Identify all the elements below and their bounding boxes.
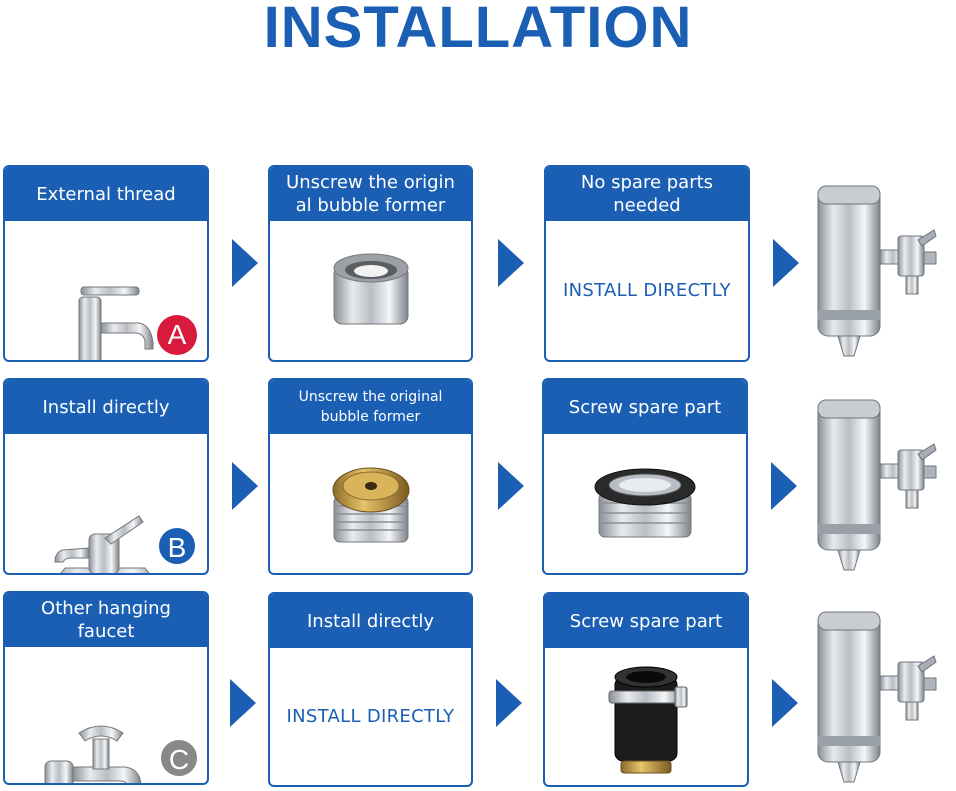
- wall-tap-icon: [44, 725, 142, 783]
- step-label: No spare parts needed: [546, 167, 748, 221]
- arrow-icon: [771, 462, 797, 510]
- step-card-c2: Install directly INSTALL DIRECTLY: [268, 592, 473, 787]
- water-filter-icon: [800, 178, 940, 368]
- install-directly-text: INSTALL DIRECTLY: [286, 706, 455, 727]
- arrow-icon: [498, 462, 524, 510]
- step-card-c1: Other hanging faucet C: [3, 591, 209, 785]
- step-label: Screw spare part: [544, 380, 746, 434]
- arrow-icon: [772, 679, 798, 727]
- step-label: Install directly: [5, 380, 207, 434]
- badge-c: C: [159, 738, 199, 778]
- step-label: Other hanging faucet: [5, 593, 207, 647]
- step-card-b3: Screw spare part: [542, 378, 748, 575]
- arrow-icon: [498, 239, 524, 287]
- basin-mixer-icon: [54, 515, 150, 573]
- step-card-a1: External thread A: [3, 165, 209, 362]
- page-title: INSTALLATION: [263, 0, 693, 60]
- arrow-icon: [232, 239, 258, 287]
- step-card-b1: Install directly B: [3, 378, 209, 575]
- step-label: External thread: [5, 167, 207, 221]
- step-card-b2: Unscrew the original bubble former: [268, 378, 473, 575]
- step-label: Unscrew the origin al bubble former: [270, 167, 471, 221]
- brass-aerator-icon: [332, 467, 409, 542]
- badge-a: A: [157, 315, 197, 355]
- rubber-adapter-icon: [608, 666, 688, 773]
- step-label: Install directly: [270, 594, 471, 648]
- arrow-icon: [230, 679, 256, 727]
- pillar-tap-icon: [78, 286, 154, 360]
- step-card-a3: No spare parts needed INSTALL DIRECTLY: [544, 165, 750, 362]
- badge-b: B: [157, 526, 197, 566]
- arrow-icon: [496, 679, 522, 727]
- install-directly-text: INSTALL DIRECTLY: [563, 280, 731, 301]
- water-filter-icon: [800, 604, 940, 791]
- step-label: Screw spare part: [545, 594, 747, 648]
- step-card-a2: Unscrew the origin al bubble former: [268, 165, 473, 362]
- arrow-icon: [232, 462, 258, 510]
- thread-adapter-icon: [594, 468, 696, 537]
- step-card-c3: Screw spare part: [543, 592, 749, 787]
- water-filter-icon: [800, 392, 940, 582]
- step-label: Unscrew the original bubble former: [270, 380, 471, 434]
- aerator-icon: [333, 253, 408, 324]
- arrow-icon: [773, 239, 799, 287]
